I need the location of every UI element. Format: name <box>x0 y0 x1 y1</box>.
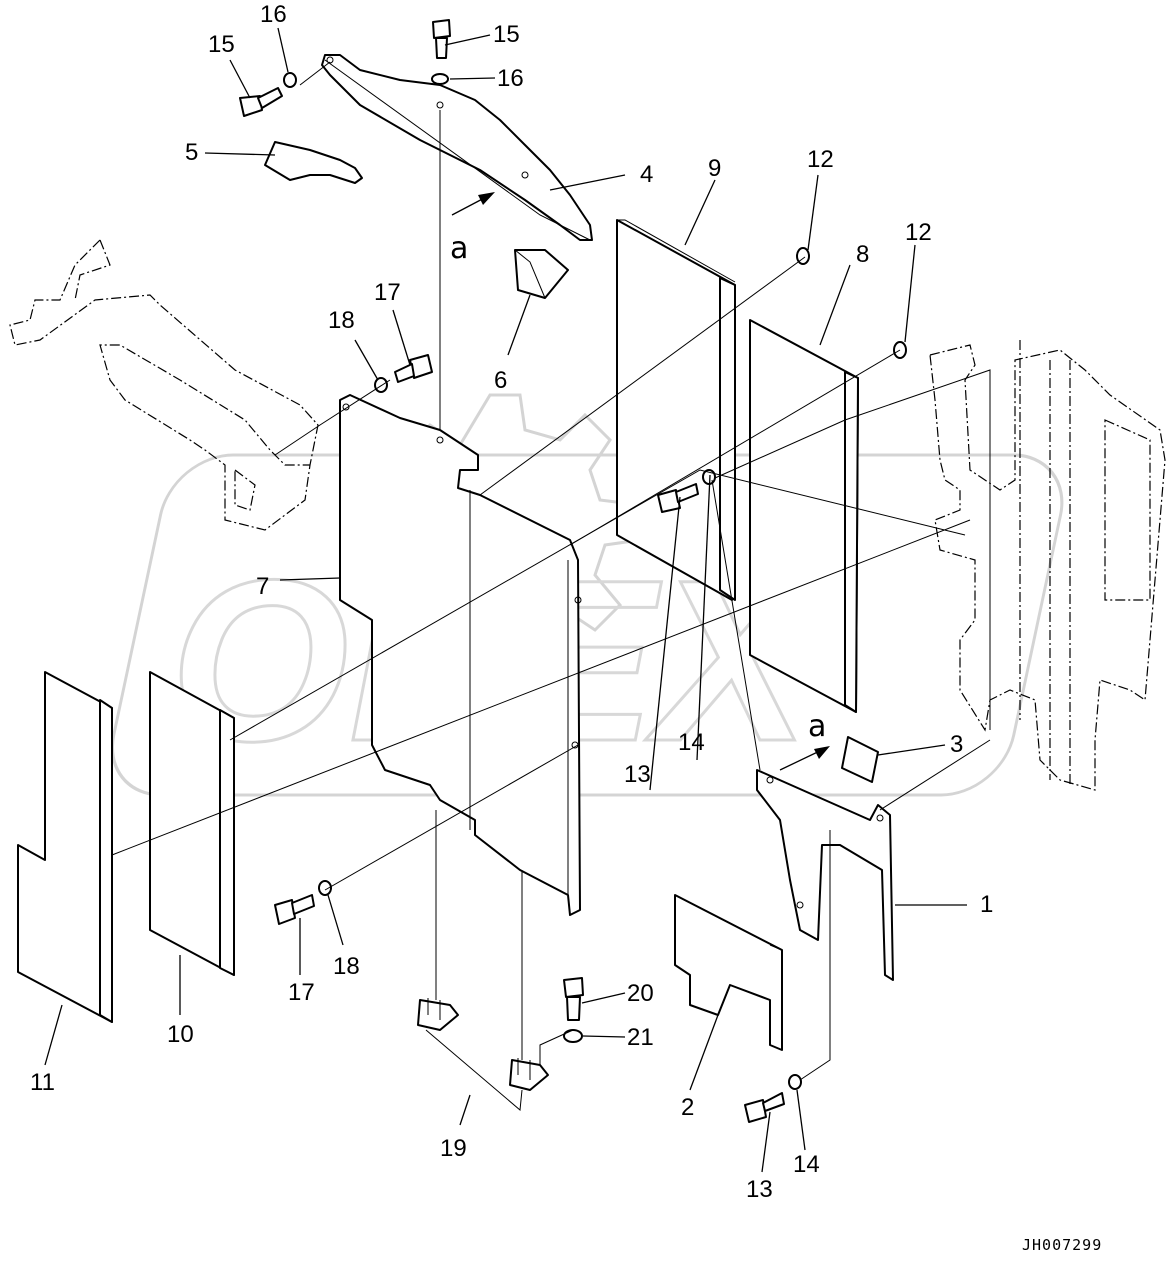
callout-16a: 16 <box>260 1 287 28</box>
callout-4: 4 <box>640 161 653 188</box>
part-7-center-panel <box>339 394 582 916</box>
callout-20: 20 <box>627 980 654 1007</box>
bolt-17-top <box>394 354 433 383</box>
part-2-pad <box>674 894 783 1051</box>
callout-6: 6 <box>494 367 507 394</box>
bolt-15-left <box>239 87 283 117</box>
bolt-15-top <box>432 19 451 59</box>
callout-18b: 18 <box>333 953 360 980</box>
part-12-plug-a <box>796 247 810 265</box>
callout-13a: 13 <box>624 761 651 788</box>
callout-8: 8 <box>856 241 869 268</box>
washer-16-top <box>431 73 449 85</box>
callout-2: 2 <box>681 1094 694 1121</box>
callout-12b: 12 <box>905 219 932 246</box>
view-letter-lower: a <box>808 709 826 744</box>
drawing-number: JH007299 <box>1022 1236 1102 1254</box>
washer-21 <box>563 1029 583 1043</box>
callout-15a: 15 <box>208 31 235 58</box>
callout-16b: 16 <box>497 65 524 92</box>
callout-17b: 17 <box>288 979 315 1006</box>
washer-18-top <box>374 377 388 393</box>
view-arrow-lower: a <box>779 709 830 771</box>
ghost-left-bracket <box>9 239 319 531</box>
bolt-13-lower <box>744 1092 785 1123</box>
callout-14a: 14 <box>678 729 705 756</box>
callout-17a: 17 <box>374 279 401 306</box>
washer-16-left <box>283 72 297 88</box>
part-5-block <box>264 141 363 184</box>
callout-11: 11 <box>30 1069 55 1096</box>
part-19-clip-a <box>417 998 459 1031</box>
callout-9: 9 <box>708 155 721 182</box>
callout-14b: 14 <box>793 1151 820 1178</box>
part-4-top-bracket <box>321 54 593 241</box>
view-arrow-upper: a <box>450 192 495 266</box>
part-11-pad <box>17 671 113 1023</box>
part-19-clip-b <box>509 1058 549 1091</box>
washer-14-lower <box>788 1074 802 1090</box>
callout-1: 1 <box>980 891 993 918</box>
bolt-20 <box>563 977 584 1021</box>
ghost-right-frame <box>929 340 1166 791</box>
assembly-lines <box>111 61 991 1111</box>
callout-15b: 15 <box>493 21 520 48</box>
callout-13b: 13 <box>746 1176 773 1203</box>
bolt-17-bottom <box>274 894 315 925</box>
bolt-13-upper <box>657 483 699 513</box>
callout-19: 19 <box>440 1135 467 1162</box>
opex-watermark: OPEX <box>110 393 1064 797</box>
part-8-pad <box>749 319 859 713</box>
part-3-pad <box>841 736 879 783</box>
callout-21: 21 <box>627 1024 654 1051</box>
callout-3: 3 <box>950 731 963 758</box>
callout-5: 5 <box>185 139 198 166</box>
callout-leaders <box>44 27 967 1173</box>
callout-labels: 1 2 3 4 5 6 7 8 9 10 11 12 12 13 13 14 1… <box>30 1 993 1203</box>
callout-12a: 12 <box>807 146 834 173</box>
callout-18a: 18 <box>328 307 355 334</box>
part-6-wedge <box>514 249 569 299</box>
part-9-pad <box>616 219 736 601</box>
view-letter-upper: a <box>450 231 468 266</box>
callout-7: 7 <box>256 573 269 600</box>
washer-18-bottom <box>318 880 332 896</box>
callout-10: 10 <box>167 1021 194 1048</box>
